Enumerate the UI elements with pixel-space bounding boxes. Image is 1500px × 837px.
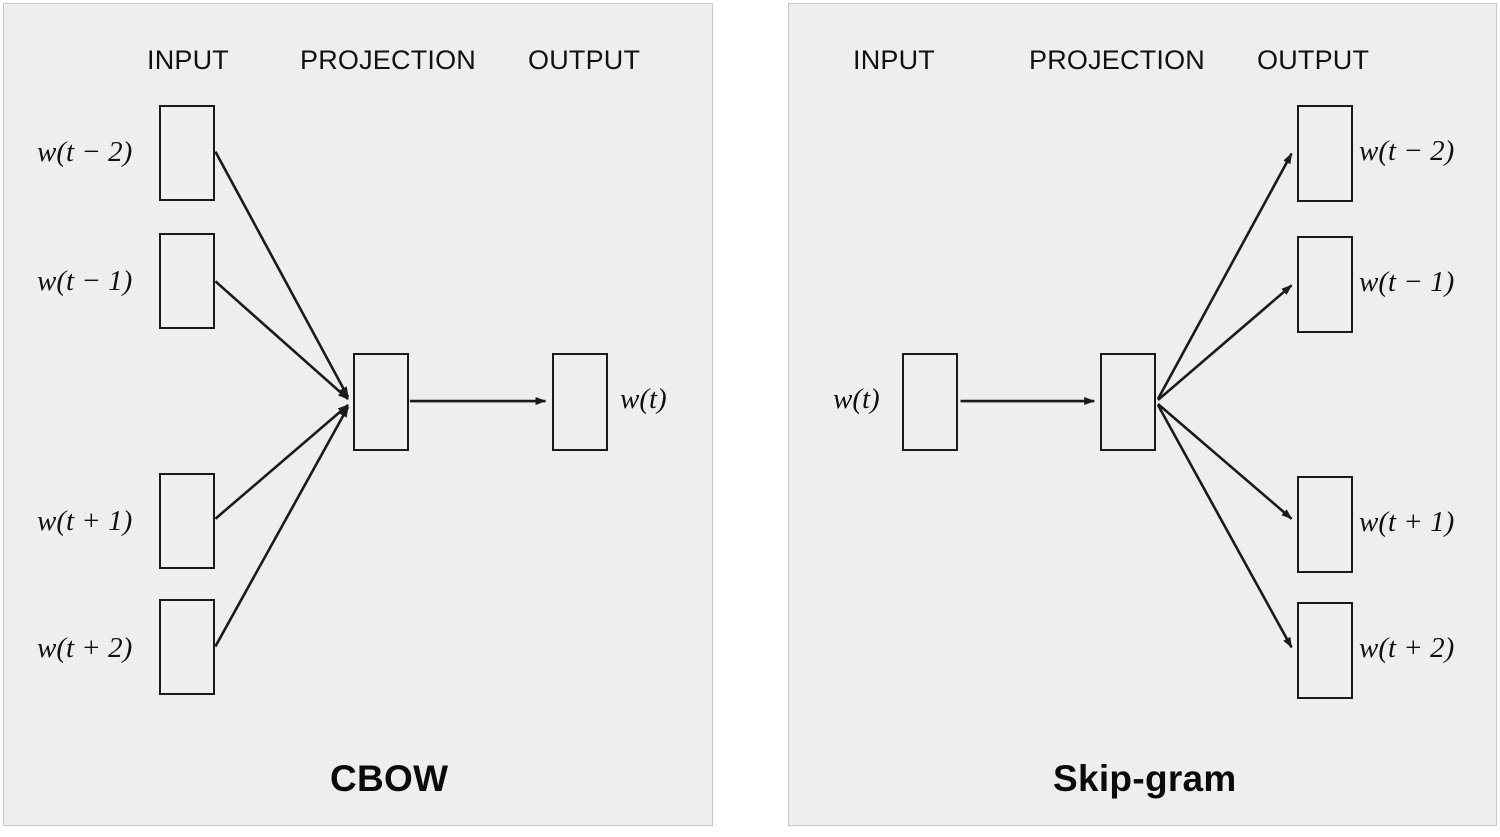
cbow-input-box-1 — [159, 105, 215, 201]
cbow-input-box-2 — [159, 233, 215, 329]
cbow-header-input: INPUT — [147, 45, 229, 75]
cbow-input-label-2: w(t − 1) — [37, 265, 133, 297]
skipgram-header-projection: PROJECTION — [1029, 45, 1206, 75]
arrow-projection-to-out1 — [1156, 152, 1293, 400]
cbow-input-label-1: w(t − 2) — [37, 136, 133, 168]
cbow-input-box-4 — [159, 599, 215, 695]
arrow-in2-to-projection — [214, 280, 349, 401]
arrow-in4-to-projection — [214, 406, 350, 648]
cbow-header-output: OUTPUT — [528, 45, 641, 75]
arrow-projection-to-out3 — [1157, 403, 1293, 520]
skipgram-header-output: OUTPUT — [1257, 45, 1370, 75]
panel-cbow: INPUT PROJECTION OUTPUT w(t − 2) w(t − 1… — [3, 3, 713, 826]
skipgram-output-box-1 — [1297, 105, 1353, 202]
skipgram-output-label-1: w(t − 2) — [1359, 135, 1455, 167]
cbow-input-box-3 — [159, 473, 215, 569]
cbow-projection-box — [353, 353, 409, 451]
cbow-panel-title: CBOW — [330, 758, 449, 799]
skipgram-input-box — [902, 353, 958, 451]
arrow-in3-to-projection — [214, 404, 349, 520]
skipgram-output-box-3 — [1297, 476, 1353, 573]
cbow-connection-arrows — [214, 151, 547, 648]
skipgram-output-box-2 — [1297, 236, 1353, 333]
skipgram-output-label-3: w(t + 1) — [1359, 506, 1455, 538]
cbow-output-label: w(t) — [620, 383, 667, 415]
arrow-in1-to-projection — [214, 151, 350, 398]
arrow-projection-to-out4 — [1156, 404, 1293, 649]
skipgram-header-input: INPUT — [853, 45, 935, 75]
skipgram-input-label: w(t) — [833, 383, 880, 415]
skipgram-output-label-2: w(t − 1) — [1359, 266, 1455, 298]
cbow-output-box — [552, 353, 608, 451]
skipgram-projection-box — [1100, 353, 1156, 451]
skipgram-connection-arrows — [960, 152, 1293, 649]
skipgram-panel-title: Skip-gram — [1053, 758, 1237, 799]
arrow-projection-to-out2 — [1157, 284, 1293, 402]
cbow-input-label-4: w(t + 2) — [37, 632, 133, 664]
cbow-input-label-3: w(t + 1) — [37, 505, 133, 537]
skipgram-output-box-4 — [1297, 602, 1353, 699]
panel-skipgram: INPUT PROJECTION OUTPUT w(t) w(t − 2) w(… — [788, 3, 1497, 826]
skipgram-output-label-4: w(t + 2) — [1359, 632, 1455, 664]
cbow-header-projection: PROJECTION — [300, 45, 477, 75]
